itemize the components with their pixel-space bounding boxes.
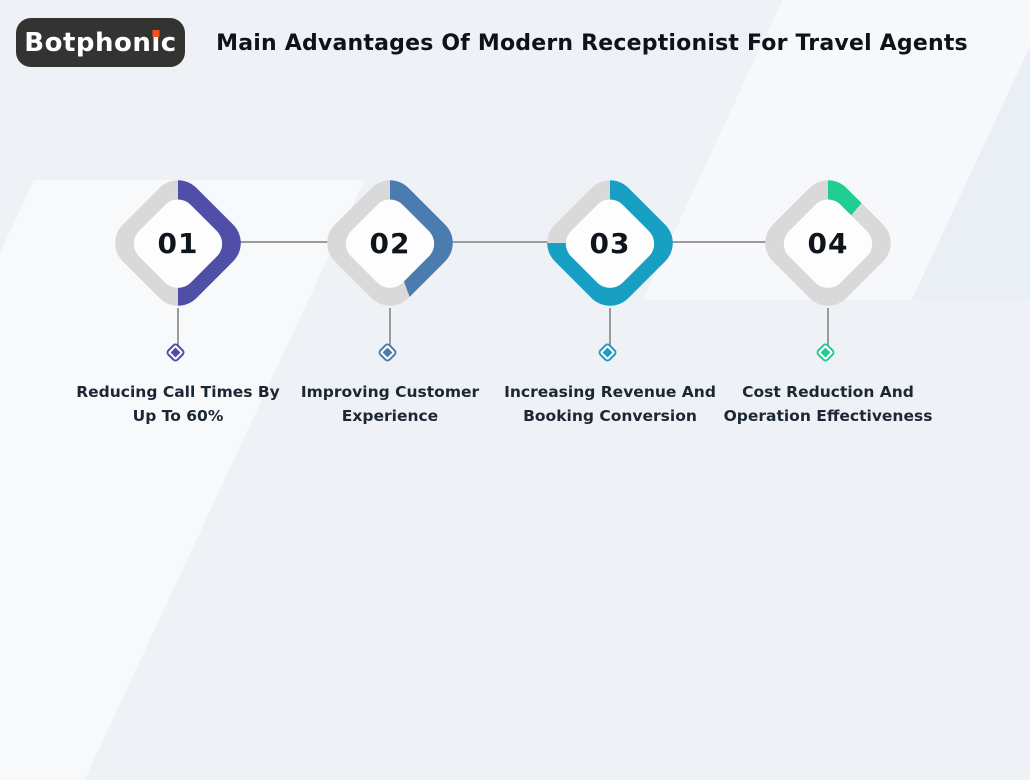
step-label-line: Operation Effectiveness bbox=[723, 407, 933, 425]
step-4: 04 Cost Reduction And Operation Effectiv… bbox=[718, 168, 938, 458]
step-label-line: Cost Reduction And bbox=[742, 383, 914, 401]
vertical-connector-line bbox=[609, 308, 611, 346]
step-number: 03 bbox=[589, 226, 631, 260]
progress-ring: 04 bbox=[754, 169, 902, 317]
step-label-line: Experience bbox=[341, 407, 439, 425]
step-label: Reducing Call Times By Up To 60% bbox=[68, 380, 288, 428]
mini-diamond-marker bbox=[817, 344, 834, 361]
mini-diamond-marker bbox=[379, 344, 396, 361]
logo-text-after: c bbox=[160, 27, 177, 58]
vertical-connector-line bbox=[827, 308, 829, 346]
step-2: 02 Improving Customer Experience bbox=[280, 168, 500, 458]
logo-letter-i-orange-dot: i bbox=[151, 27, 161, 58]
step-label: Cost Reduction And Operation Effectivene… bbox=[718, 380, 938, 428]
step-2-diamond: 02 bbox=[315, 168, 465, 318]
step-label-line: Booking Conversion bbox=[523, 407, 697, 425]
step-number: 02 bbox=[369, 226, 411, 260]
logo-text-before: Botphon bbox=[24, 27, 152, 58]
ring-inner: 04 bbox=[776, 191, 880, 295]
step-1-diamond: 01 bbox=[103, 168, 253, 318]
step-number: 01 bbox=[157, 226, 199, 260]
progress-ring: 03 bbox=[536, 169, 684, 317]
infographic-canvas: { "logo": { "parts": { "before": "Botpho… bbox=[0, 0, 1030, 532]
page-title: Main Advantages Of Modern Receptionist F… bbox=[216, 31, 968, 56]
mini-diamond-marker bbox=[167, 344, 184, 361]
step-label-line: Increasing Revenue And bbox=[504, 383, 716, 401]
step-3: 03 Increasing Revenue And Booking Conver… bbox=[500, 168, 720, 458]
step-label: Increasing Revenue And Booking Conversio… bbox=[500, 380, 720, 428]
step-label-line: Up To 60% bbox=[132, 407, 224, 425]
step-1: 01 Reducing Call Times By Up To 60% bbox=[68, 168, 288, 458]
step-label-line: Improving Customer bbox=[300, 383, 480, 401]
ring-inner: 02 bbox=[338, 191, 442, 295]
ring-inner: 03 bbox=[558, 191, 662, 295]
step-label: Improving Customer Experience bbox=[280, 380, 500, 428]
progress-ring: 02 bbox=[316, 169, 464, 317]
step-label-line: Reducing Call Times By bbox=[76, 383, 280, 401]
step-4-diamond: 04 bbox=[753, 168, 903, 318]
step-3-diamond: 03 bbox=[535, 168, 685, 318]
step-number: 04 bbox=[807, 226, 849, 260]
progress-ring: 01 bbox=[104, 169, 252, 317]
mini-diamond-marker bbox=[599, 344, 616, 361]
ring-inner: 01 bbox=[126, 191, 230, 295]
